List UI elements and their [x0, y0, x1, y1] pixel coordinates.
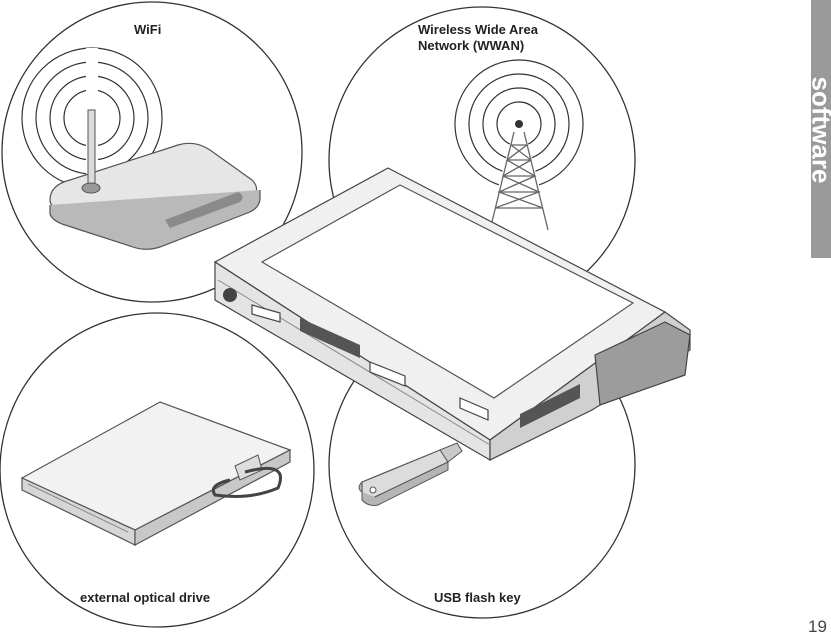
section-tab-label: software [811, 76, 831, 184]
wwan-label: Wireless Wide Area Network (WWAN) [418, 22, 538, 54]
optical-drive-icon [20, 401, 292, 547]
section-tab [811, 0, 831, 258]
oqo-device-illustration [213, 167, 691, 462]
usb-key-label: USB flash key [434, 590, 521, 605]
usb-flash-key-icon [358, 442, 463, 506]
wifi-label: WiFi [134, 22, 162, 37]
wwan-label-line1: Wireless Wide Area [418, 22, 538, 37]
optical-drive-label: external optical drive [80, 590, 211, 605]
wwan-label-line2: Network (WWAN) [418, 38, 525, 53]
optical-drive-circle [0, 312, 315, 628]
cell-tower-icon [454, 59, 584, 231]
section-tab-text-wrapper: software [811, 0, 831, 258]
wifi-router-icon [21, 47, 261, 250]
page-number: 19 [808, 617, 827, 636]
wifi-circle [1, 1, 303, 303]
